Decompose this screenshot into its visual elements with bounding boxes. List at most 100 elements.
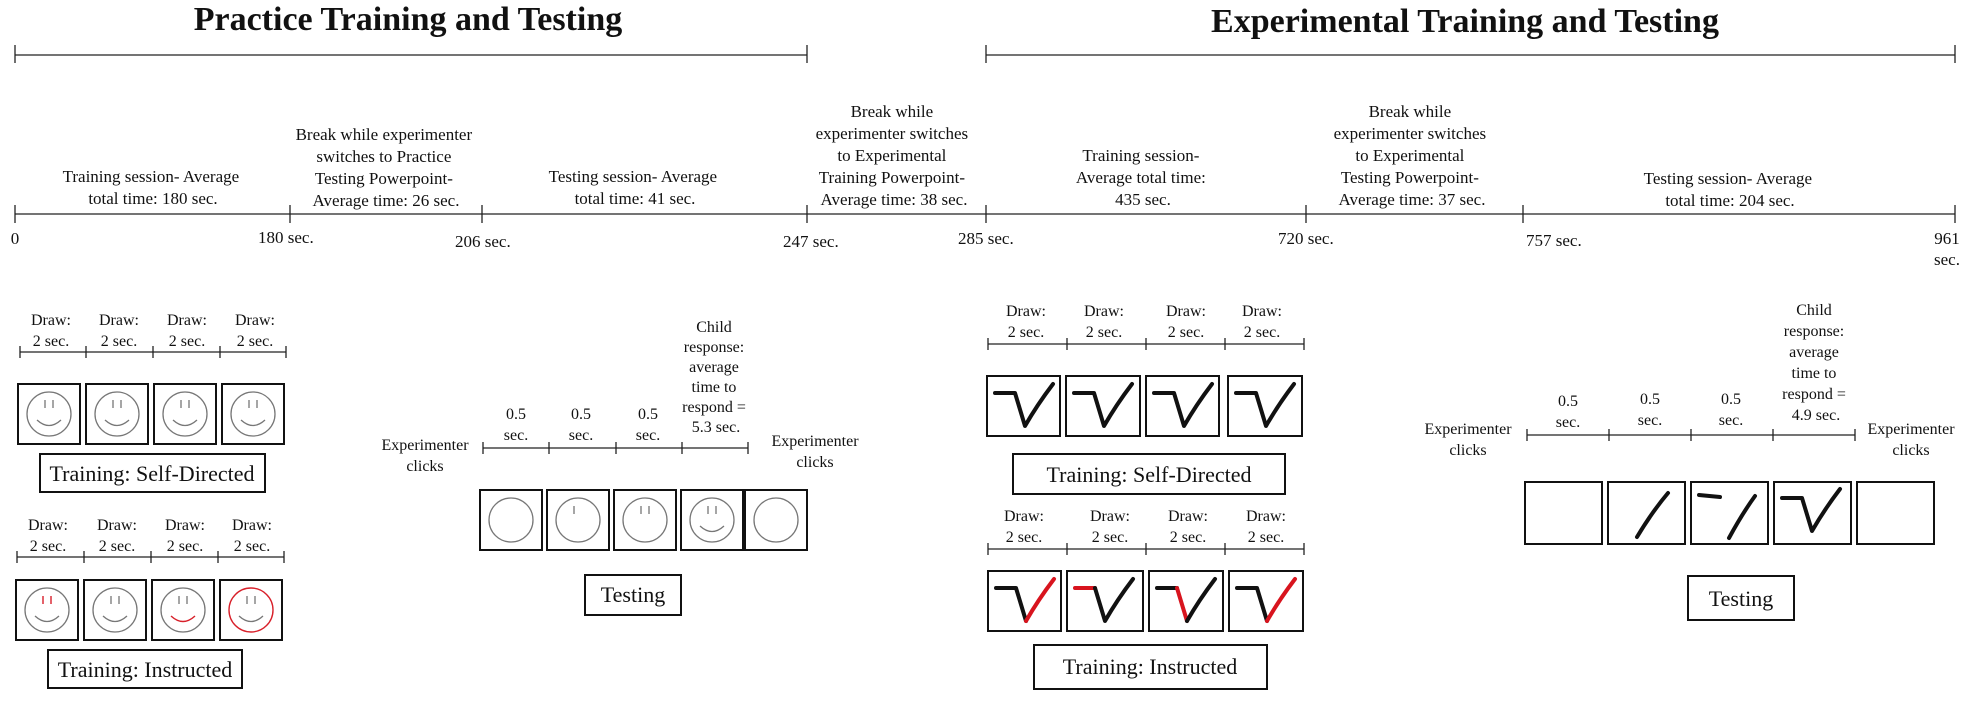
experimental-testing-scale: [1526, 429, 1856, 441]
smiley-frame: [219, 579, 283, 641]
tick-label: 720 sec.: [1278, 229, 1334, 248]
svg-text:Draw:2 sec.: Draw:2 sec.: [167, 312, 207, 350]
tick-label: 961: [1934, 229, 1960, 248]
svg-text:Draw:2 sec.: Draw:2 sec.: [1166, 303, 1206, 341]
experimental-self-directed-label-box: Training: Self-Directed: [1012, 453, 1286, 495]
stroke-frame: [1856, 481, 1935, 545]
experimental-instructed-frames: [987, 570, 1304, 632]
segment-practice-training: Training session- Average total time: 18…: [63, 167, 244, 208]
tick-label: 247 sec.: [783, 232, 839, 251]
smiley-frame: [15, 579, 79, 641]
svg-text:Training: Instructed: Training: Instructed: [1063, 654, 1238, 679]
stroke-frame: [1148, 570, 1224, 632]
svg-text:Training: Instructed: Training: Instructed: [58, 657, 233, 682]
segment-experimental-testing: Testing session- Average total time: 204…: [1644, 169, 1817, 210]
practice-testing-label-box: Testing: [584, 574, 682, 616]
practice-instructed-frames: [15, 579, 283, 641]
stroke-frame: [987, 570, 1062, 632]
svg-text:Draw:2 sec.: Draw:2 sec.: [235, 312, 275, 350]
smiley-frame: [479, 489, 543, 551]
experimental-instructed-draw-labels: Draw:2 sec. Draw:2 sec. Draw:2 sec. Draw…: [1004, 508, 1286, 546]
practice-child-response: Child response: average time to respond …: [682, 319, 750, 436]
svg-text:Draw:2 sec.: Draw:2 sec.: [1084, 303, 1124, 341]
svg-text:Draw:2 sec.: Draw:2 sec.: [1242, 303, 1282, 341]
practice-instructed-scale: [16, 551, 285, 563]
practice-instructed-label-box: Training: Instructed: [47, 649, 243, 689]
experimental-child-response: Child response: average time to respond …: [1782, 302, 1850, 424]
stroke-frame: [1066, 570, 1144, 632]
segment-break-1: Break while experimenter switches to Pra…: [296, 125, 477, 210]
experimental-instructed-scale: [987, 543, 1305, 555]
experimental-self-directed-scale: [987, 338, 1305, 350]
tick-label: 0: [11, 229, 20, 248]
smiley-frame: [546, 489, 610, 551]
tick-label: sec.: [1934, 250, 1960, 269]
smiley-frame: [613, 489, 677, 551]
stroke-frame: [1607, 481, 1686, 545]
practice-instructed-draw-labels: Draw:2 sec. Draw:2 sec. Draw:2 sec. Draw…: [28, 517, 272, 555]
smiley-frame: [153, 383, 217, 445]
smiley-frame: [744, 489, 808, 551]
svg-text:Testing: Testing: [1709, 586, 1773, 611]
stroke-frame: [1690, 481, 1769, 545]
experimental-instructed-label-box: Training: Instructed: [1033, 644, 1268, 690]
svg-text:Draw:2 sec.: Draw:2 sec.: [1168, 508, 1208, 546]
svg-text:Training: Self-Directed: Training: Self-Directed: [49, 461, 254, 486]
svg-text:Draw:2 sec.: Draw:2 sec.: [31, 312, 71, 350]
tick-label: 206 sec.: [455, 232, 511, 251]
practice-title: Practice Training and Testing: [194, 1, 623, 38]
stroke-frame: [986, 375, 1061, 437]
practice-testing-frames: [479, 489, 808, 551]
tick-label: 285 sec.: [958, 229, 1014, 248]
stroke-frame: [1773, 481, 1852, 545]
smiley-frame: [83, 579, 147, 641]
svg-text:Draw:2 sec.: Draw:2 sec.: [232, 517, 272, 555]
stroke-frame: [1524, 481, 1603, 545]
practice-self-directed-label-box: Training: Self-Directed: [39, 453, 266, 493]
tick-label: 757 sec.: [1526, 231, 1582, 250]
svg-text:Training: Self-Directed: Training: Self-Directed: [1046, 462, 1251, 487]
svg-text:Draw:2 sec.: Draw:2 sec.: [99, 312, 139, 350]
experimental-self-directed-frames: [986, 375, 1303, 437]
svg-text:Draw:2 sec.: Draw:2 sec.: [1004, 508, 1044, 546]
smiley-frame: [221, 383, 285, 445]
stroke-frame: [1228, 570, 1304, 632]
stroke-frame: [1065, 375, 1141, 437]
experimental-testing-frames: [1524, 481, 1935, 545]
svg-text:Draw:2 sec.: Draw:2 sec.: [1090, 508, 1130, 546]
segment-break-3: Break while experimenter switches to Exp…: [1334, 102, 1491, 209]
practice-self-directed-scale: [19, 346, 287, 358]
svg-text:Draw:2 sec.: Draw:2 sec.: [97, 517, 137, 555]
segment-experimental-training: Training session- Average total time: 43…: [1076, 146, 1210, 209]
segment-practice-testing: Testing session- Average total time: 41 …: [549, 167, 722, 208]
svg-text:Testing: Testing: [601, 582, 665, 607]
tick-label: 180 sec.: [258, 228, 314, 247]
experimental-testing-label-box: Testing: [1687, 575, 1795, 621]
practice-self-directed-frames: [17, 383, 285, 445]
practice-testing-scale: [482, 442, 749, 454]
stroke-frame: [1227, 375, 1303, 437]
svg-text:Draw:2 sec.: Draw:2 sec.: [28, 517, 68, 555]
stroke-frame: [1145, 375, 1220, 437]
smiley-frame: [680, 489, 744, 551]
experimental-self-directed-draw-labels: Draw:2 sec. Draw:2 sec. Draw:2 sec. Draw…: [1006, 303, 1282, 341]
smiley-frame: [151, 579, 215, 641]
smiley-frame: [17, 383, 81, 445]
experimental-title: Experimental Training and Testing: [1211, 3, 1719, 40]
practice-self-directed-draw-labels: Draw:2 sec. Draw:2 sec. Draw:2 sec. Draw…: [31, 312, 275, 350]
svg-text:Draw:2 sec.: Draw:2 sec.: [165, 517, 205, 555]
main-timeline: [14, 205, 1956, 223]
experimental-bracket: [985, 45, 1956, 63]
